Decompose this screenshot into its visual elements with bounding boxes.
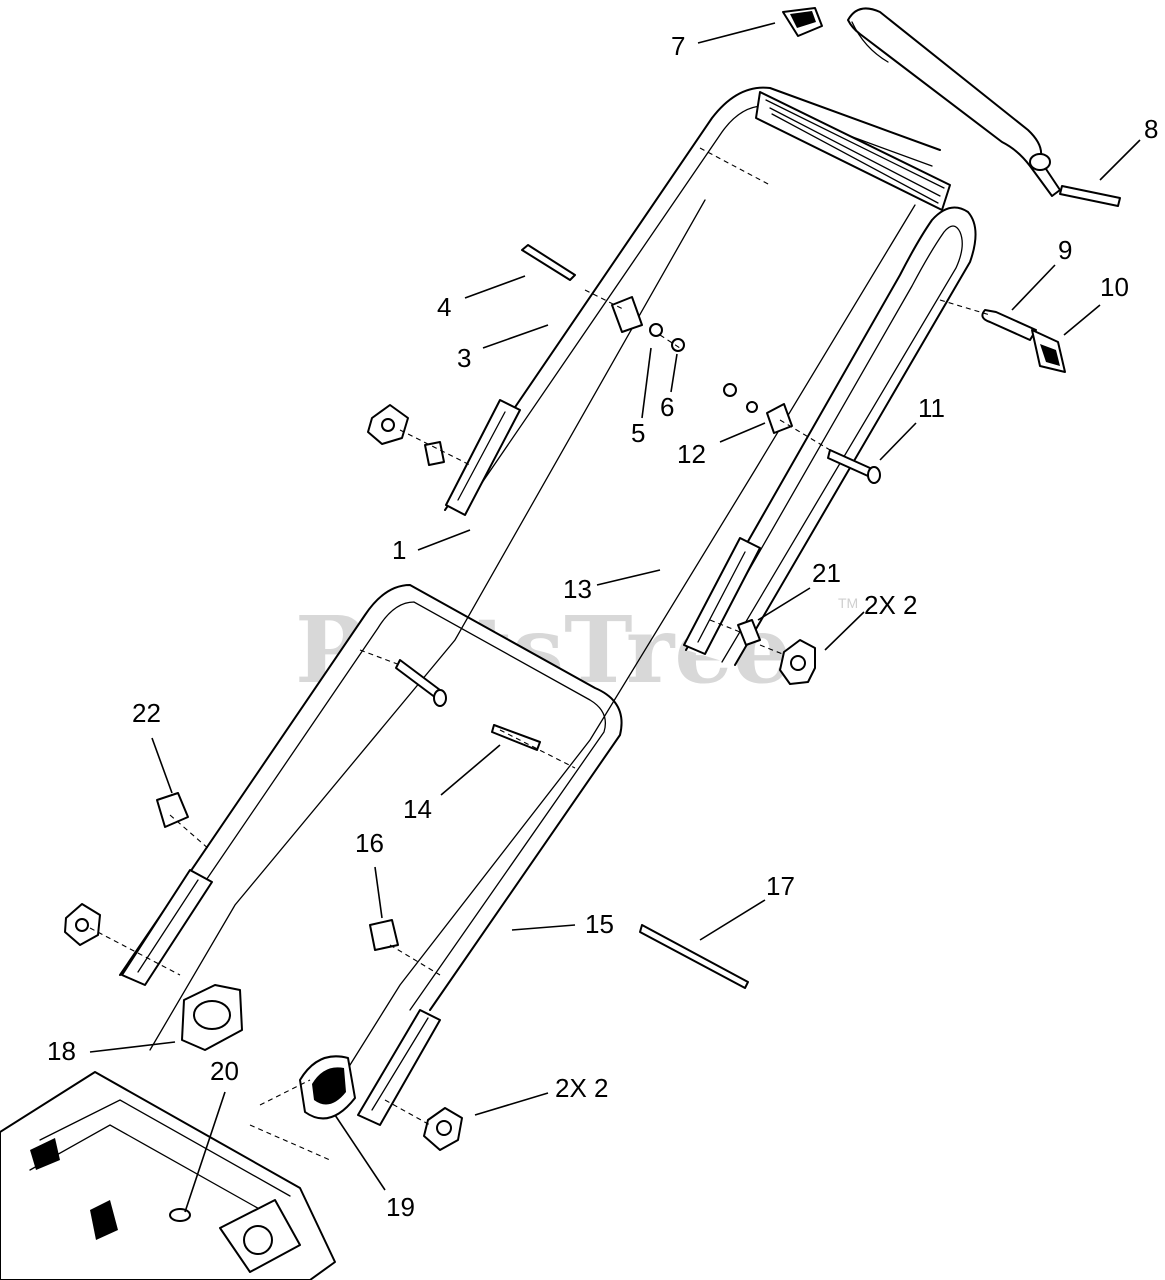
callout-8: 8 bbox=[1144, 114, 1158, 144]
callout-22: 22 bbox=[132, 698, 161, 728]
callout-12: 12 bbox=[677, 439, 706, 469]
callout-13: 13 bbox=[563, 574, 592, 604]
callout-18: 18 bbox=[47, 1036, 76, 1066]
callout-11: 11 bbox=[918, 393, 945, 423]
hardware bbox=[64, 244, 881, 1151]
callout-17: 17 bbox=[766, 871, 795, 901]
cable-clip-7 bbox=[782, 7, 823, 37]
lower-handle bbox=[119, 584, 623, 1126]
callout-labels: 7 8 9 10 4 3 5 6 11 12 1 13 21 2X 2 22 1… bbox=[47, 31, 1158, 1222]
alignment-lines bbox=[89, 147, 991, 1161]
callout-2x2-lower: 2X 2 bbox=[555, 1073, 609, 1103]
control-bail bbox=[847, 7, 1121, 207]
callout-19: 19 bbox=[386, 1192, 415, 1222]
callout-2x2-upper: 2X 2 bbox=[864, 590, 918, 620]
callout-1: 1 bbox=[392, 535, 406, 565]
callout-21: 21 bbox=[812, 558, 841, 588]
callout-7: 7 bbox=[671, 31, 685, 61]
callout-5: 5 bbox=[631, 418, 645, 448]
upper-handle bbox=[444, 86, 977, 666]
callout-15: 15 bbox=[585, 909, 614, 939]
callout-20: 20 bbox=[210, 1056, 239, 1086]
callout-10: 10 bbox=[1100, 272, 1129, 302]
leader-lines bbox=[89, 22, 1141, 1213]
callout-6: 6 bbox=[660, 392, 674, 422]
callout-9: 9 bbox=[1058, 235, 1072, 265]
watermark-tm: TM bbox=[838, 595, 858, 611]
callout-16: 16 bbox=[355, 828, 384, 858]
callout-3: 3 bbox=[457, 343, 471, 373]
callout-4: 4 bbox=[437, 292, 451, 322]
mower-deck bbox=[0, 1071, 336, 1280]
latch-9-10 bbox=[981, 309, 1066, 373]
callout-14: 14 bbox=[403, 794, 432, 824]
